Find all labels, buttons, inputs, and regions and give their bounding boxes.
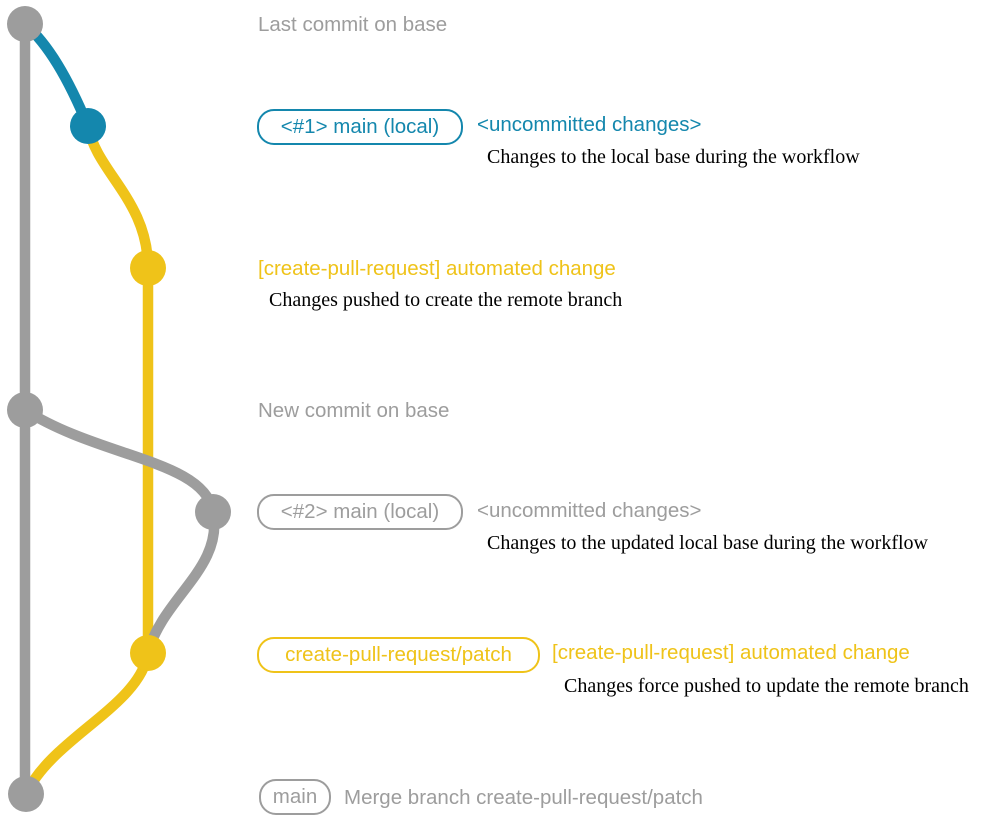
commit-dot-local-main-1 <box>70 108 106 144</box>
commit-dot-local-main-2 <box>195 494 231 530</box>
commit-dot-merge <box>8 776 44 812</box>
branch-badge-local-main-2: <#2> main (local) <box>257 494 463 530</box>
uncommitted-changes-2-heading: <uncommitted changes> <box>477 499 702 522</box>
patch-merge-into-base-path <box>21 651 154 797</box>
branch-badge-main: main <box>259 779 331 815</box>
automated-change-2-heading: [create-pull-request] automated change <box>552 641 910 664</box>
commit-dot-patch-1 <box>130 250 166 286</box>
uncommitted-changes-1-heading: <uncommitted changes> <box>477 113 702 136</box>
branch-badge-local-main-1: <#1> main (local) <box>257 109 463 145</box>
uncommitted-changes-2-note: Changes to the updated local base during… <box>487 532 928 554</box>
branch-badge-patch: create-pull-request/patch <box>257 637 540 673</box>
local-main-2-branch-path <box>22 405 219 514</box>
uncommitted-changes-1-note: Changes to the local base during the wor… <box>487 146 860 168</box>
automated-change-1-heading: [create-pull-request] automated change <box>258 257 616 280</box>
new-commit-on-base-label: New commit on base <box>258 399 450 422</box>
automated-change-2-note: Changes force pushed to update the remot… <box>564 675 969 697</box>
commit-dot-last-base <box>7 6 43 42</box>
commit-dot-new-base <box>7 392 43 428</box>
last-commit-on-base-label: Last commit on base <box>258 13 448 36</box>
local-main-2-merge-path <box>142 510 220 655</box>
patch-branch-path <box>82 124 154 653</box>
automated-change-1-note: Changes pushed to create the remote bran… <box>269 289 623 311</box>
merge-message-label: Merge branch create-pull-request/patch <box>344 786 703 809</box>
commit-dot-patch-2 <box>130 635 166 671</box>
